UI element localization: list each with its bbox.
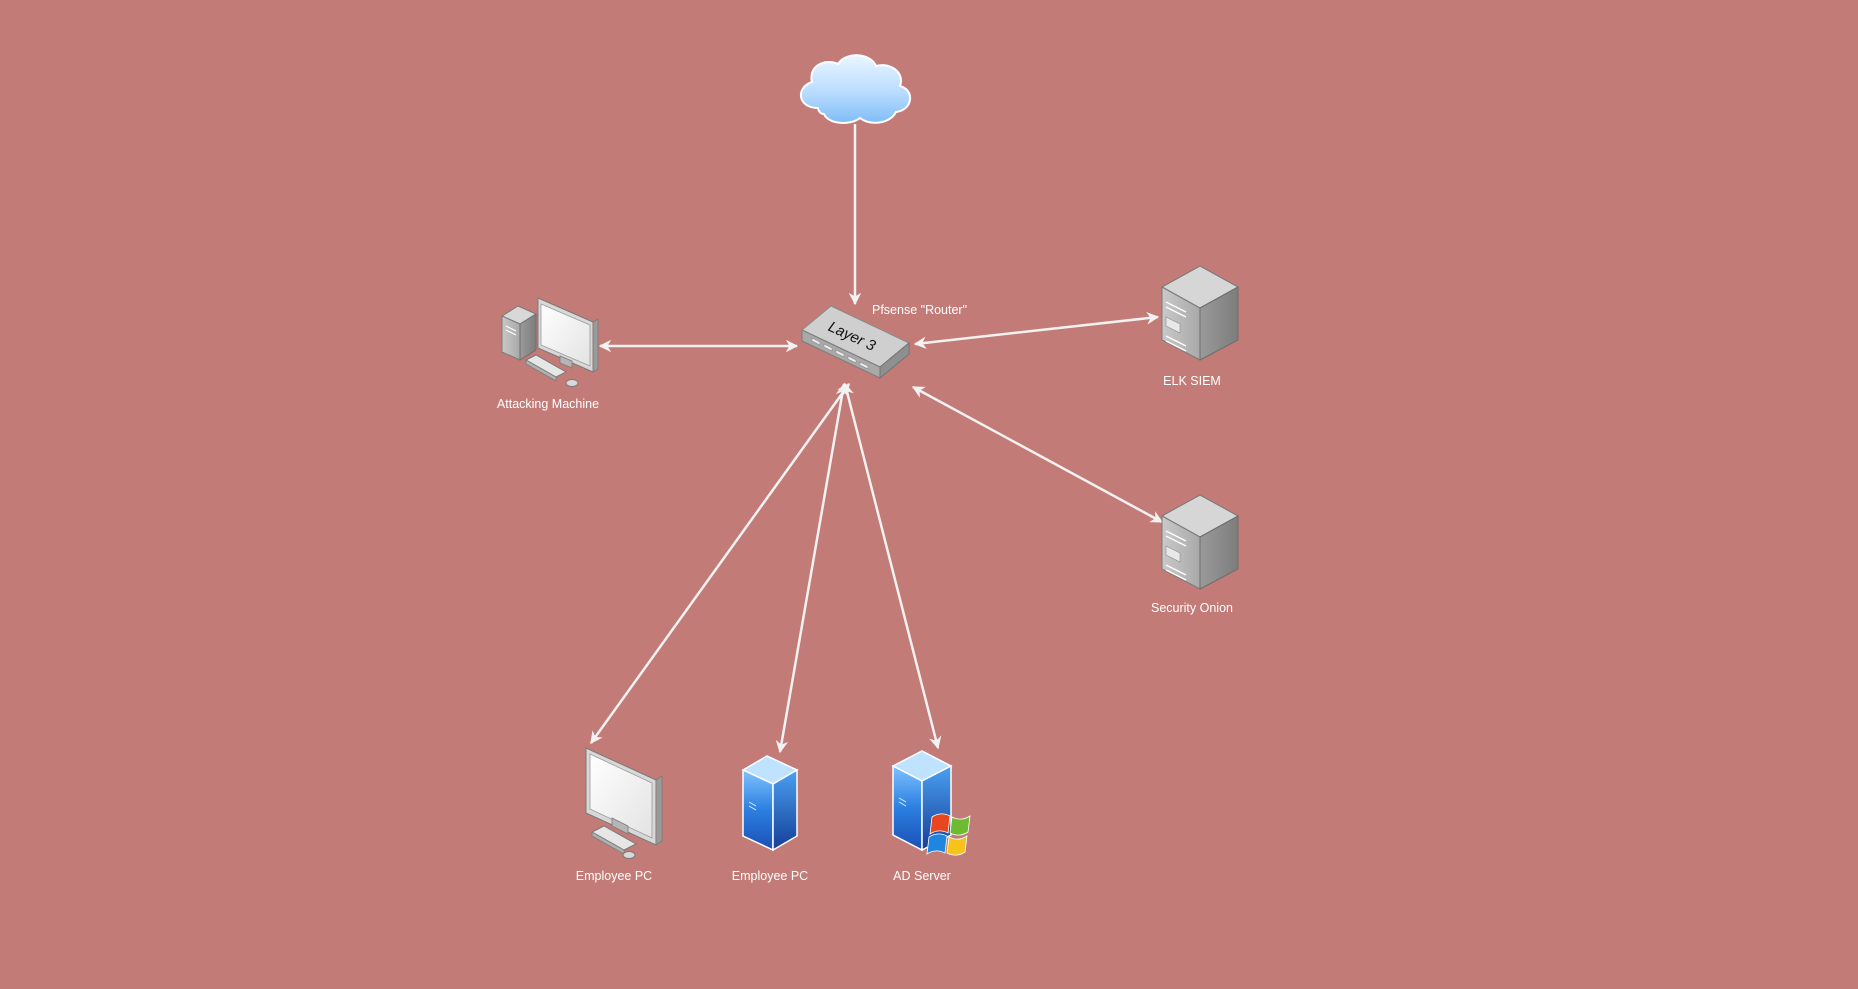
onion-label: Security Onion xyxy=(1151,601,1233,615)
router-label: Pfsense "Router" xyxy=(872,303,967,317)
internet-node xyxy=(800,54,911,124)
cloud-icon xyxy=(800,54,911,124)
router-node: Layer 3 Pfsense "Router" xyxy=(801,303,967,380)
blue-server-icon xyxy=(741,755,799,852)
tower-server-icon xyxy=(1160,494,1240,590)
monitor-workstation-icon xyxy=(585,747,663,859)
attacker-node: Attacking Machine xyxy=(497,297,599,411)
edge-router-elk xyxy=(913,312,1160,349)
tower-server-icon xyxy=(1160,265,1240,361)
ad-server-node: AD Server xyxy=(891,750,971,883)
edge-router-ad-server xyxy=(841,382,942,750)
edges xyxy=(589,124,1164,754)
edge-router-employee-pc-2 xyxy=(775,382,849,754)
elk-label: ELK SIEM xyxy=(1163,374,1221,388)
windows-server-icon xyxy=(891,750,971,856)
desktop-pc-icon xyxy=(500,297,599,387)
elk-node: ELK SIEM xyxy=(1160,265,1240,388)
layer3-switch-icon: Layer 3 xyxy=(801,305,910,380)
attacker-label: Attacking Machine xyxy=(497,397,599,411)
employee-pc-2-node: Employee PC xyxy=(732,755,808,883)
employee-pc-1-label: Employee PC xyxy=(576,869,652,883)
onion-node: Security Onion xyxy=(1151,494,1240,615)
edge-router-onion xyxy=(911,385,1164,524)
employee-pc-1-node: Employee PC xyxy=(576,747,663,883)
employee-pc-2-label: Employee PC xyxy=(732,869,808,883)
edge-router-employee-pc-1 xyxy=(589,382,851,745)
windows-logo-icon xyxy=(926,813,971,856)
ad-server-label: AD Server xyxy=(893,869,951,883)
